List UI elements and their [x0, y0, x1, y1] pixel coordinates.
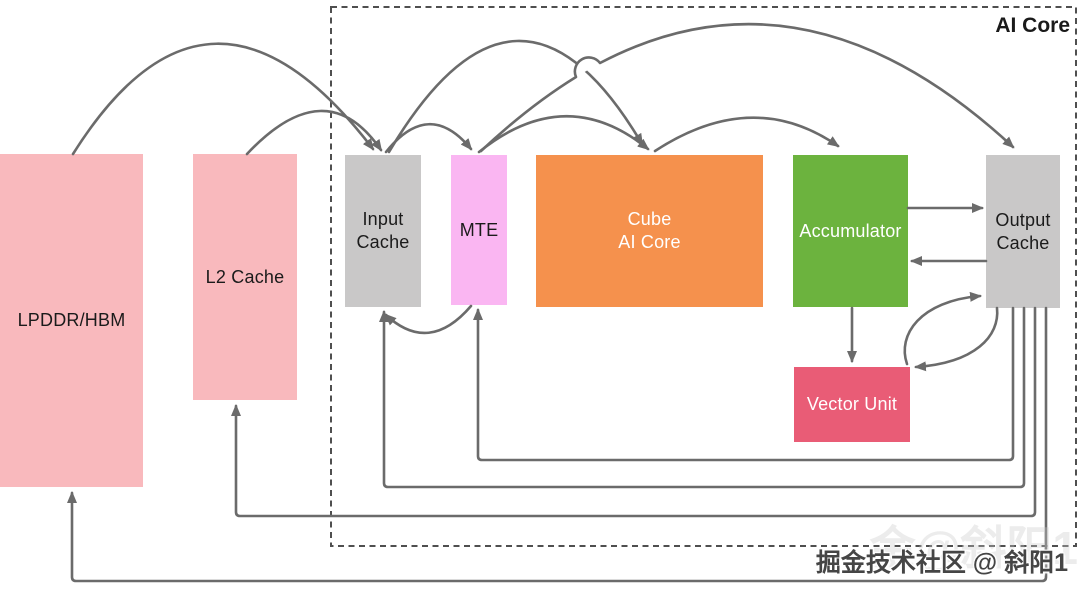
- arrow-output-cache-to-input-cache: [379, 306, 1026, 489]
- block-l2-cache: L2 Cache: [193, 154, 297, 400]
- arrow-output-cache-to-l2-cache: [231, 306, 1037, 518]
- block-mte: MTE: [451, 155, 507, 305]
- block-input-cache: Input Cache: [345, 155, 421, 307]
- arrow-output-cache-to-mte: [473, 306, 1015, 462]
- block-lpddr-hbm: LPDDR/HBM: [0, 154, 143, 487]
- arrow-mte-to-output-cache: [479, 22, 1015, 153]
- block-lpddr-hbm-label: LPDDR/HBM: [17, 310, 126, 330]
- arrow-mte-to-cube: [477, 115, 650, 154]
- arrow-hop-mask: [574, 57, 600, 77]
- block-accumulator: Accumulator: [793, 155, 908, 307]
- arrow-input-cache-to-mte: [384, 123, 473, 154]
- block-output-cache-label: Output: [995, 209, 1051, 230]
- block-output-cache-label: Cache: [996, 232, 1050, 253]
- arrow-input-cache-to-cube: [387, 39, 644, 154]
- block-output-cache: Output Cache: [986, 155, 1060, 308]
- watermark-text: 掘金技术社区 @ 斜阳1: [815, 549, 1068, 577]
- arrow-lpddr-to-input-cache: [71, 42, 375, 156]
- block-cube-label: Cube: [627, 209, 672, 229]
- arrow-l2-cache-to-input-cache: [245, 109, 383, 156]
- block-l2-cache-label: L2 Cache: [205, 266, 285, 287]
- block-input-cache-label: Cache: [356, 232, 410, 252]
- arrow-vector-unit-to-output-cache: [903, 291, 982, 366]
- block-mte-label: MTE: [459, 219, 499, 240]
- arrow-mte-to-input-cache: [384, 304, 473, 335]
- ai-core-frame-title: AI Core: [995, 14, 1070, 37]
- block-cube-label: AI Core: [618, 232, 681, 252]
- block-vector-unit: Vector Unit: [794, 367, 910, 442]
- block-input-cache-label: Input: [362, 209, 404, 229]
- arrow-cube-to-accumulator: [653, 116, 840, 153]
- block-cube-ai-core: Cube AI Core: [536, 155, 763, 307]
- arrow-output-cache-to-vector-unit: [914, 306, 999, 372]
- block-vector-unit-label: Vector Unit: [806, 394, 898, 414]
- block-accumulator-label: Accumulator: [799, 220, 902, 241]
